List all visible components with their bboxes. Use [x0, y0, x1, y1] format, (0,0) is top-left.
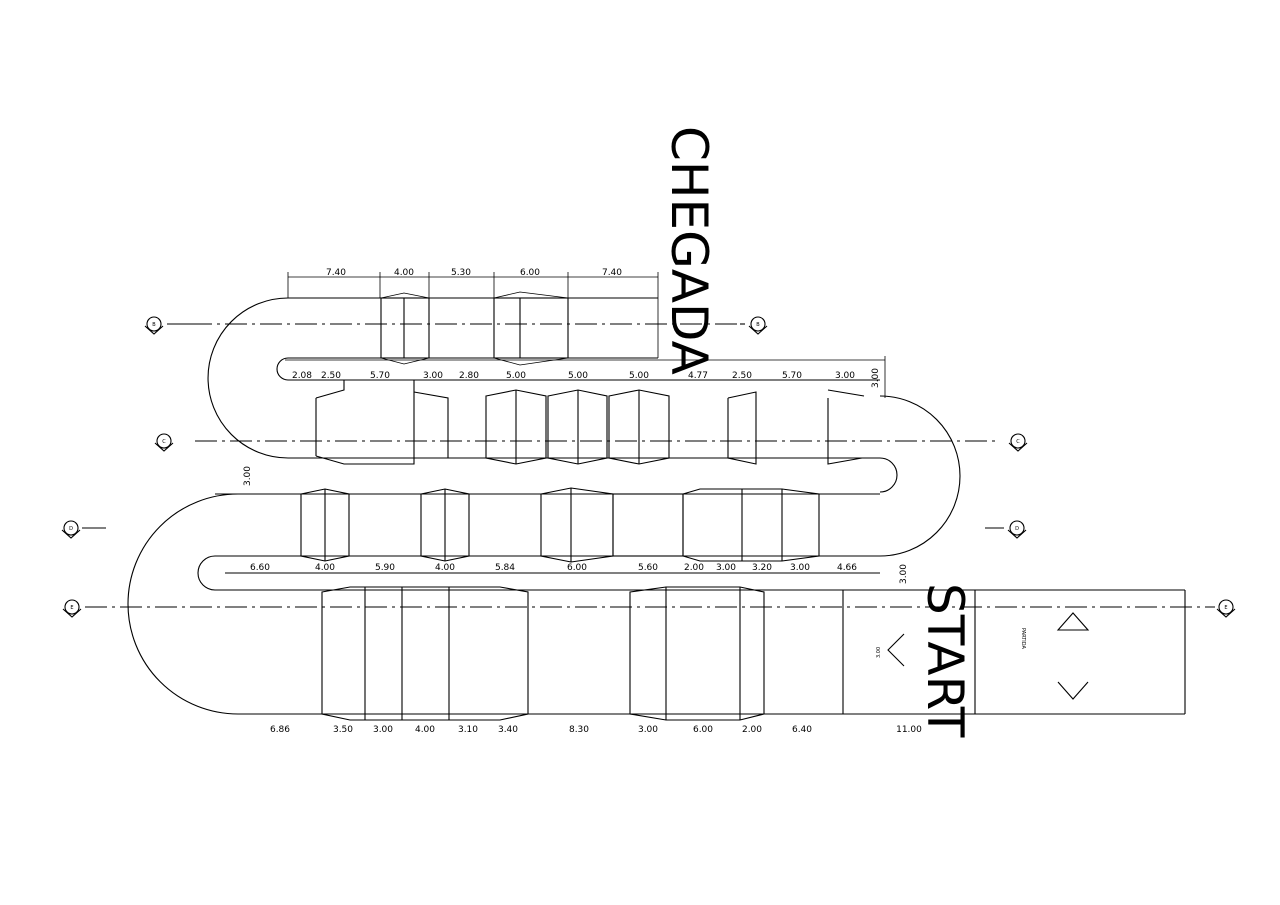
dim-label: 6.86 [270, 725, 290, 735]
dim-label: 7.40 [602, 268, 622, 278]
row3-track [127, 487, 880, 715]
dim-label: 6.00 [520, 268, 540, 278]
dim-label: 2.80 [459, 371, 479, 381]
dim-label: 5.00 [568, 371, 588, 381]
row1-dimension-labels: 7.40 4.00 5.30 6.00 7.40 [326, 268, 622, 278]
dim-label: 5.30 [451, 268, 471, 278]
svg-text:E: E [1224, 605, 1227, 611]
dim-label: 4.77 [688, 371, 708, 381]
dim-label: 5.00 [629, 371, 649, 381]
svg-text:D: D [69, 526, 73, 532]
svg-text:B: B [756, 322, 760, 328]
dim-label: 5.00 [506, 371, 526, 381]
small-note: 3.00 [876, 647, 882, 658]
dim-label: 3.00 [716, 563, 736, 573]
dim-label: 5.60 [638, 563, 658, 573]
finish-label: CHEGADA [660, 126, 718, 375]
svg-text:E: E [70, 605, 73, 611]
row4-dimension-labels: 6.86 3.50 3.00 4.00 3.10 3.40 8.30 3.00 … [270, 628, 1026, 735]
dim-label: 5.90 [375, 563, 395, 573]
axis-marker-icon: D [1007, 520, 1027, 539]
small-note: PARTIDA [1020, 628, 1026, 650]
row1-track [190, 272, 740, 459]
dim-label: 2.50 [321, 371, 341, 381]
axis-markers: B B C C D D E E [61, 316, 1236, 618]
dim-label: 3.50 [333, 725, 353, 735]
axis-marker-icon: E [62, 599, 82, 618]
dim-label: 3.00 [899, 564, 909, 584]
dim-label: 6.60 [250, 563, 270, 573]
dim-label: 6.00 [693, 725, 713, 735]
svg-text:C: C [1016, 439, 1020, 445]
dim-label: 3.00 [423, 371, 443, 381]
row3-dimension-labels: 6.60 4.00 5.90 4.00 5.84 6.00 5.60 2.00 … [243, 466, 909, 584]
dim-label: 11.00 [896, 725, 922, 735]
dim-label: 3.40 [498, 725, 518, 735]
dim-label: 3.20 [752, 563, 772, 573]
dim-label: 5.70 [782, 371, 802, 381]
axis-marker-icon: B [748, 316, 768, 335]
dim-label: 8.30 [569, 725, 589, 735]
dim-label: 4.00 [435, 563, 455, 573]
svg-text:C: C [162, 439, 166, 445]
dim-label: 3.00 [638, 725, 658, 735]
svg-text:D: D [1015, 526, 1019, 532]
axis-marker-icon: C [1008, 433, 1028, 452]
dim-label: 3.10 [458, 725, 478, 735]
start-label: START [916, 583, 974, 738]
axis-marker-icon: D [61, 520, 81, 539]
dim-label: 5.84 [495, 563, 515, 573]
dim-label: 6.00 [567, 563, 587, 573]
dim-label: 6.40 [792, 725, 812, 735]
dim-label: 3.00 [871, 368, 881, 388]
dim-label: 2.00 [742, 725, 762, 735]
dim-label: 3.00 [373, 725, 393, 735]
row2-dimension-labels: 2.08 2.50 5.70 3.00 2.80 5.00 5.00 5.00 … [292, 368, 881, 388]
axis-marker-icon: E [1216, 599, 1236, 618]
row4-track [85, 586, 1215, 721]
dim-label: 4.00 [315, 563, 335, 573]
dim-label: 2.00 [684, 563, 704, 573]
dim-label: 3.00 [243, 466, 253, 486]
dim-label: 4.66 [837, 563, 857, 573]
dim-label: 4.00 [394, 268, 414, 278]
dim-label: 4.00 [415, 725, 435, 735]
dim-label: 7.40 [326, 268, 346, 278]
svg-text:B: B [152, 322, 156, 328]
dim-label: 2.08 [292, 371, 312, 381]
row2-track [195, 356, 1000, 557]
dim-label: 2.50 [732, 371, 752, 381]
dim-label: 3.00 [790, 563, 810, 573]
axis-marker-icon: C [154, 433, 174, 452]
axis-marker-icon: B [144, 316, 164, 335]
dim-label: 5.70 [370, 371, 390, 381]
dim-label: 3.00 [835, 371, 855, 381]
